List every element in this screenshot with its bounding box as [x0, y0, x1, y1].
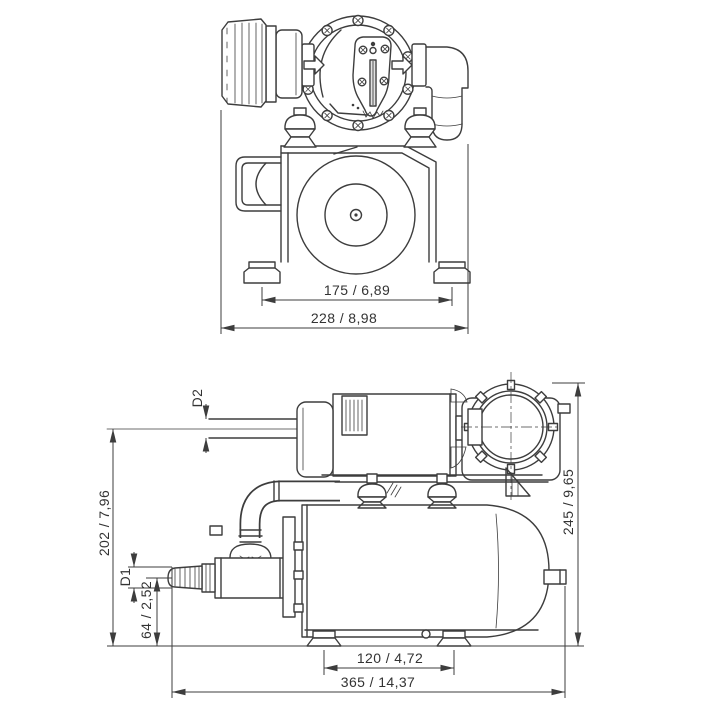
- inlet-tee-fitting: [167, 543, 286, 599]
- dim-inlet-height: 64 / 2,52: [138, 577, 172, 646]
- dim-outlet-height: 202 / 7,96: [96, 429, 117, 646]
- accumulator-tank: [282, 504, 567, 647]
- motor-body: [296, 393, 469, 478]
- strainer-body: [275, 29, 303, 99]
- dim-label-outlet-height: 202 / 7,96: [96, 490, 112, 556]
- pump-head-side: [450, 372, 571, 500]
- dim-overall-height: 245 / 9,65: [552, 382, 585, 646]
- flow-arrow-outlet-icon: [391, 55, 413, 75]
- inlet-hose-barb: [167, 565, 203, 590]
- motor-end-cap: [296, 401, 334, 478]
- dim-label-front-width: 228 / 8,98: [311, 310, 377, 326]
- strainer-cap: [221, 18, 267, 108]
- pressure-hose: [239, 480, 340, 538]
- fitting-dome: [229, 543, 272, 560]
- dim-outlet-diameter: D2: [189, 389, 210, 453]
- front-view: 175 / 6,89 228 / 8,98: [220, 14, 471, 334]
- flow-arrow-inlet-icon: [303, 55, 325, 75]
- fitting-nut: [201, 563, 216, 593]
- outlet-elbow: [411, 43, 469, 141]
- side-view: D2 202 / 7,96 D1 64 / 2,52 120 / 4,72: [96, 372, 585, 698]
- tank-bracket-plate: [282, 516, 304, 618]
- mounting-foot-left: [243, 261, 281, 284]
- damper-side-left: [357, 473, 387, 509]
- dim-label-overall-height: 245 / 9,65: [560, 469, 576, 535]
- tank-seam: [495, 513, 499, 629]
- tank-foot-right: [436, 630, 472, 647]
- pump-head: [300, 14, 416, 132]
- surface-marks: [386, 482, 402, 498]
- dim-label-overall-length: 365 / 14,37: [341, 674, 415, 690]
- dim-front-feet-spacing: 175 / 6,89: [261, 282, 453, 306]
- motor-face: [296, 146, 416, 275]
- dim-side-feet-spacing: 120 / 4,72: [323, 650, 455, 675]
- damper-side-right: [427, 473, 457, 509]
- tank-foot-left: [306, 630, 342, 647]
- dim-label-side-feet: 120 / 4,72: [357, 650, 423, 666]
- dim-front-overall-width: 228 / 8,98: [220, 110, 469, 334]
- dim-label-d2: D2: [189, 389, 205, 408]
- motor-label: [341, 395, 368, 436]
- drain-plug: [421, 629, 431, 639]
- pump-cover-plate: [352, 36, 392, 119]
- bracket-clip: [235, 156, 282, 212]
- mounting-foot-right: [433, 261, 471, 284]
- strainer-housing: [214, 557, 286, 599]
- dim-label-inlet-height: 64 / 2,52: [138, 581, 154, 639]
- outlet-pipe: [106, 418, 319, 439]
- vibration-damper-right: [403, 107, 437, 148]
- dim-label-front-feet: 175 / 6,89: [324, 282, 390, 298]
- inlet-strainer: [221, 18, 303, 108]
- hose-clamp: [209, 525, 263, 543]
- vibration-damper-left: [283, 107, 317, 148]
- dim-overall-length: 365 / 14,37: [171, 567, 566, 698]
- dim-inlet-diameter: D1: [117, 552, 172, 603]
- mounting-bracket: [235, 145, 471, 284]
- tank-port-stub: [543, 569, 567, 585]
- dim-label-d1: D1: [117, 568, 133, 587]
